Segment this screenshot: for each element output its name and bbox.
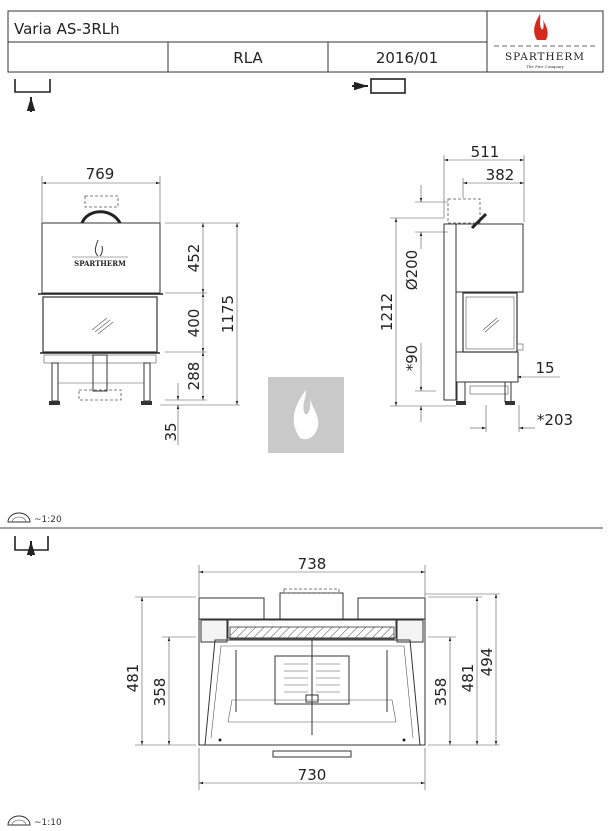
dim-inner-right: 358 xyxy=(432,678,450,707)
dim-inlet-depth: *203 xyxy=(537,411,573,429)
flame-icon xyxy=(293,390,319,440)
title-block: Varia AS-3RLh RLA 2016/01 SPARTHERM The … xyxy=(7,10,604,73)
svg-text:~1:20: ~1:20 xyxy=(34,515,62,525)
spartherm-logo: SPARTHERM The Fire Company xyxy=(494,14,598,69)
side-view: 511 382 Ø200 1212 *90 15 *2 xyxy=(378,143,573,432)
dim-top-width: 738 xyxy=(298,555,327,573)
watermark-flame xyxy=(268,377,344,453)
dim-inner-left: 358 xyxy=(151,678,169,707)
svg-text:~1:10: ~1:10 xyxy=(34,818,62,828)
dim-inlet-height: *90 xyxy=(403,345,421,372)
flame-icon xyxy=(534,14,548,40)
hood-logo: SPARTHERM xyxy=(72,239,128,268)
dim-door-height: 400 xyxy=(185,309,203,338)
dim-depth-right: 481 xyxy=(459,664,477,693)
top-view-indicator xyxy=(14,536,49,556)
dim-front-width: 769 xyxy=(86,165,115,183)
front-view-indicator xyxy=(14,79,51,112)
side-view-indicator xyxy=(352,78,406,94)
dim-base-height: 288 xyxy=(185,362,203,391)
scale-indicator-bottom: ~1:10 xyxy=(7,815,62,828)
revision-date: 2016/01 xyxy=(376,49,438,67)
protractor-icon xyxy=(7,815,31,826)
dim-hood-height: 452 xyxy=(185,244,203,273)
variant-label: RLA xyxy=(233,49,263,67)
dim-depth-total: 511 xyxy=(471,143,500,161)
protractor-icon xyxy=(7,512,31,523)
dim-depth-body: 382 xyxy=(486,166,515,184)
model-title: Varia AS-3RLh xyxy=(14,20,120,38)
dim-flue-diameter: Ø200 xyxy=(403,250,421,290)
dim-depth-left: 481 xyxy=(124,664,142,693)
grate xyxy=(274,655,350,705)
dim-total-height: 1175 xyxy=(219,295,237,333)
svg-text:SPARTHERM: SPARTHERM xyxy=(505,51,585,63)
scale-indicator-top: ~1:20 xyxy=(7,512,62,525)
dim-depth-total: 494 xyxy=(478,648,496,677)
dim-side-total-height: 1212 xyxy=(378,293,396,331)
dim-offset: 15 xyxy=(535,359,554,377)
svg-text:The Fire Company: The Fire Company xyxy=(526,64,564,69)
svg-text:SPARTHERM: SPARTHERM xyxy=(74,259,126,268)
front-view: 769 SPARTHERM 452 400 288 xyxy=(38,165,240,445)
top-view: 738 730 xyxy=(124,555,500,790)
dim-foot-adjust: 35 xyxy=(162,422,180,441)
dim-bottom-width: 730 xyxy=(298,766,327,784)
